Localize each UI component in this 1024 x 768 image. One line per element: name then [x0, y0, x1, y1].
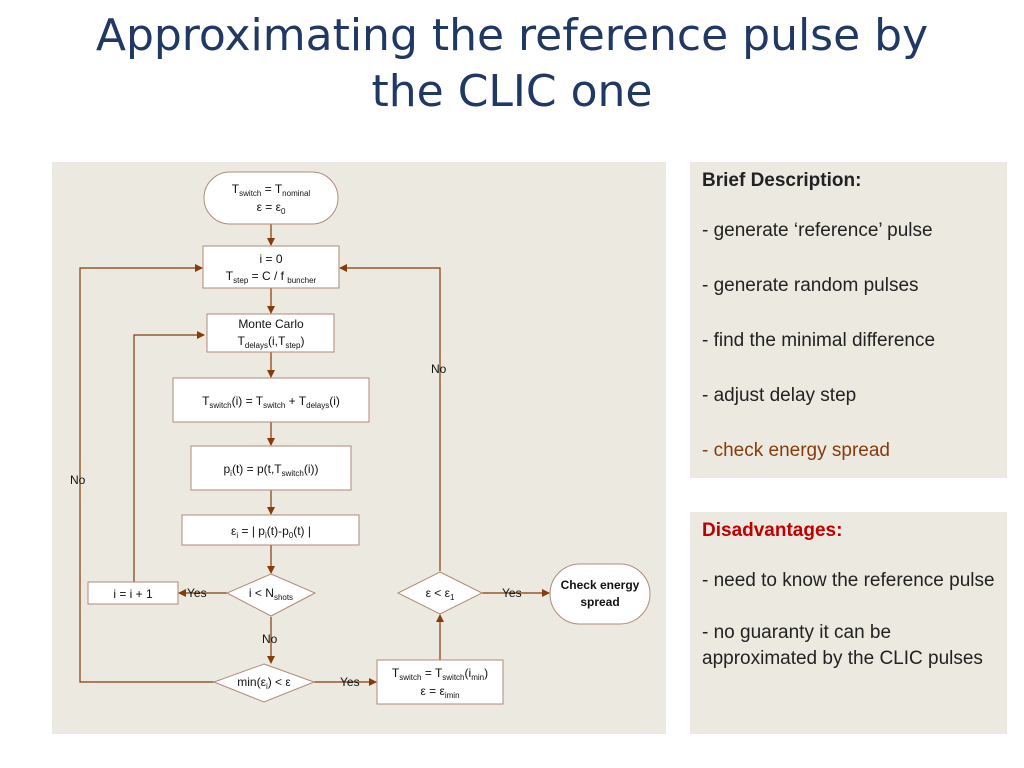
description-item: - generate ‘reference’ pulse — [702, 220, 933, 241]
cond-min-node — [212, 663, 316, 703]
cond-eps1-text: ε < ε1 — [426, 586, 455, 602]
monte-line-2: Tdelays(i,Tstep) — [238, 334, 305, 350]
tswitch-text: Tswitch(i) = Tswitch + Tdelays(i) — [202, 394, 340, 410]
brief-description-box: Brief Description: - generate ‘reference… — [690, 162, 1007, 478]
description-item: - generate random pulses — [702, 275, 919, 296]
pulse-node — [190, 445, 352, 491]
start-line-2: ε = ε0 — [257, 200, 286, 216]
tswitch-node — [172, 377, 370, 423]
page-title: Approximating the reference pulse by the… — [0, 8, 1024, 120]
monte-carlo-node — [206, 313, 335, 353]
arrow-no-to-init-right — [339, 264, 441, 571]
monte-line-1: Monte Carlo — [238, 317, 304, 331]
update-node — [376, 659, 504, 705]
flowchart-panel: Tswitch = Tnominal ε = ε0 i = 0 Tstep = … — [52, 162, 666, 734]
check-energy-node — [549, 563, 651, 625]
connectors — [79, 224, 550, 686]
label-yes-incr: Yes — [187, 586, 207, 600]
label-no-left: No — [70, 473, 86, 487]
description-item: - check energy spread — [702, 440, 890, 461]
cond-nshots-node — [225, 573, 317, 617]
check-line-1: Check energy — [561, 578, 640, 592]
label-yes-update: Yes — [340, 675, 360, 689]
cond-eps1-node — [396, 571, 484, 615]
increment-node — [87, 581, 179, 605]
start-line-1: Tswitch = Tnominal — [232, 182, 311, 198]
epsilon-text: εi = | pi(t)-p0(t) | — [231, 524, 311, 540]
label-yes-check: Yes — [502, 586, 522, 600]
brief-description-heading: Brief Description: — [702, 170, 862, 191]
description-item: - adjust delay step — [702, 385, 857, 406]
label-no-right: No — [431, 362, 447, 376]
disadvantage-item: - no guaranty it can be approximated by … — [702, 622, 983, 669]
check-line-2: spread — [580, 595, 619, 609]
description-item: - find the minimal difference — [702, 330, 936, 351]
arrow-no-to-init — [79, 264, 215, 683]
start-node — [203, 171, 339, 225]
update-line-2: ε = εimin — [420, 684, 459, 700]
update-line-1: Tswitch = Tswitch(imin) — [392, 666, 488, 682]
label-no-down: No — [262, 632, 278, 646]
init-line-2: Tstep = C / f buncher — [226, 269, 317, 285]
epsilon-node — [181, 514, 360, 546]
init-node — [202, 245, 340, 289]
pulse-text: pi(t) = p(t,Tswitch(i)) — [223, 462, 318, 478]
title-line-2: the CLIC one — [371, 66, 653, 117]
increment-text: i = i + 1 — [113, 587, 153, 601]
title-line-1: Approximating the reference pulse by — [95, 10, 929, 61]
init-line-1: i = 0 — [259, 252, 282, 266]
disadvantages-box: Disadvantages: - need to know the refere… — [690, 512, 1007, 734]
arrow-incr-to-monte — [133, 331, 205, 582]
cond-min-text: min(εi) < ε — [237, 675, 291, 691]
flowchart: Tswitch = Tnominal ε = ε0 i = 0 Tstep = … — [70, 171, 651, 705]
cond-nshots-text: i < Nshots — [249, 586, 293, 602]
disadvantage-item: - need to know the reference pulse — [702, 570, 995, 591]
disadvantages-heading: Disadvantages: — [702, 520, 843, 541]
